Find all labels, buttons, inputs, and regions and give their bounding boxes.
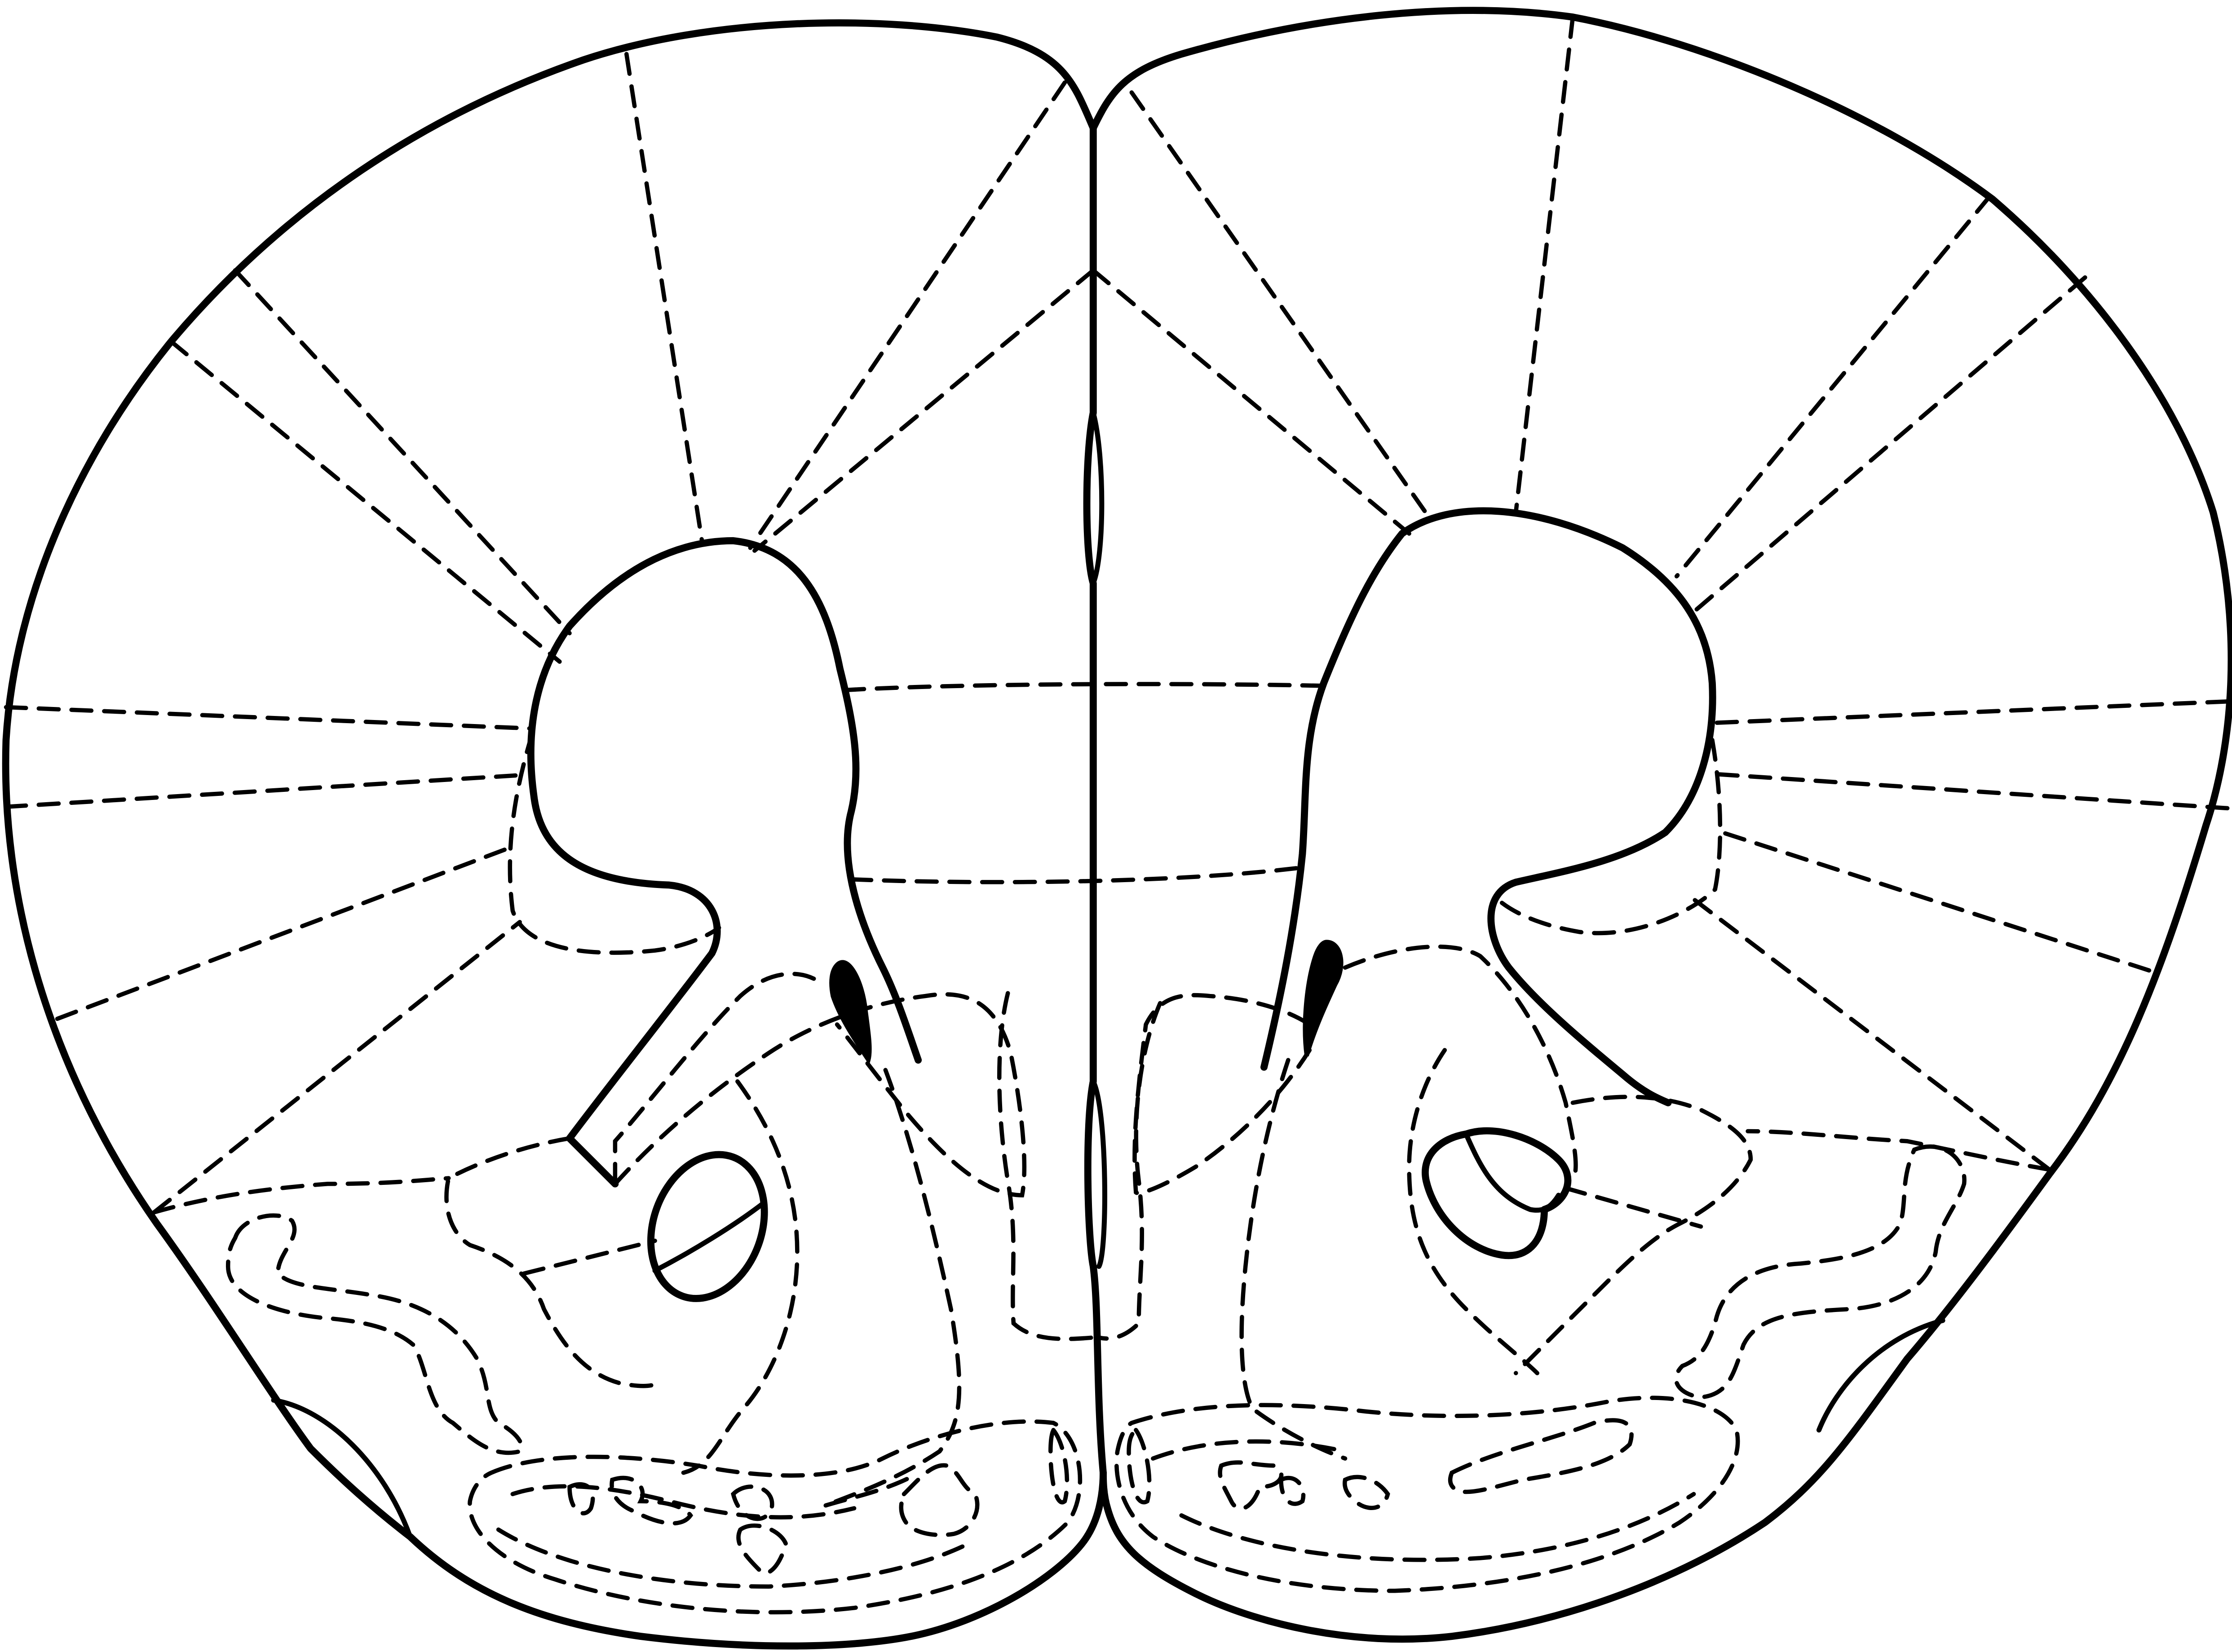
left-claustral-band [508,730,721,955]
midline-fissure [1083,124,1107,1476]
left-lateral-ventricle [829,960,872,1065]
midline-fissure-lens-lower [1091,1079,1107,1269]
right-striatum [1132,993,1312,1195]
division-line [1720,830,2152,973]
anterior-commissure [647,1127,1572,1302]
left-septum-inner [997,991,1096,1341]
left-olfactory-bulb-inner [496,1484,970,1589]
right-olfactory-notch [1816,1318,1945,1433]
division-line [1713,772,2230,811]
left-medial-lens [1048,1426,1070,1505]
division-line [55,844,515,1021]
left-hemisphere-outline [2,19,1107,1650]
left-anterior-commissure [647,1151,768,1302]
left-ventral-region [522,1238,657,1276]
midline-fissure-lens-upper [1091,410,1105,586]
left-olfactory-notch [271,1397,413,1539]
right-accumbens [1407,1048,1539,1375]
right-septum-border [1239,1058,1348,1461]
left-striatum [613,992,1027,1197]
right-olfactory-bulb-loop [1114,1396,1740,1593]
left-striatum-inner [613,972,817,1186]
division-line [169,339,562,664]
division-line [152,920,522,1215]
right-olfactory-bulb-inner [1151,1439,1696,1562]
right-hemisphere-outline [1089,7,2232,1643]
division-line [624,52,704,543]
left-piriform-band [444,1136,664,1388]
division-line [4,773,518,809]
right-forceps-minor [1260,507,1716,1107]
left-anterior-commissure-chord [652,1200,767,1273]
white-matter-tracts [527,507,1716,1188]
division-line [1091,268,1411,536]
division-line [752,268,1096,553]
division-line [1513,15,1575,515]
left-accumbens [681,1079,800,1475]
right-ventral-region [1563,1186,1703,1229]
right-piriform-band [1513,1095,1753,1375]
division-line [748,80,1067,550]
left-olfactory-cortex [225,1213,524,1455]
division-line [1129,90,1433,522]
division-line [233,268,572,636]
brain-outer-outline [2,7,2232,1650]
left-septum-border [823,1068,962,1508]
division-line [1674,194,1992,579]
division-line [1691,897,2052,1172]
left-forceps-minor [527,537,922,1142]
right-septum-inner [1096,1001,1162,1341]
division-line [4,705,535,731]
right-anterior-commissure-limb [1463,1131,1561,1213]
right-orbital-loop [1746,1129,2052,1172]
right-medial-lens [1127,1427,1152,1505]
right-claustral-band [1492,738,1723,936]
right-anterior-commissure [1422,1127,1572,1259]
left-islands-of-calleja [567,1463,980,1576]
left-tract-inner [566,1135,619,1188]
right-lateral-ventricle [1303,940,1344,1056]
left-orbital-loop [152,1176,451,1215]
division-line [1691,275,2087,614]
right-islands-of-calleja [1218,1418,1634,1511]
division-line [842,682,1329,693]
division-line [849,866,1300,884]
right-olfactory-cortex [1674,1144,1967,1400]
right-striatum-outer [1343,944,1578,1184]
subcortical-regions [152,730,2052,1615]
cortical-division-lines [4,15,2230,1215]
division-line [1713,699,2230,725]
